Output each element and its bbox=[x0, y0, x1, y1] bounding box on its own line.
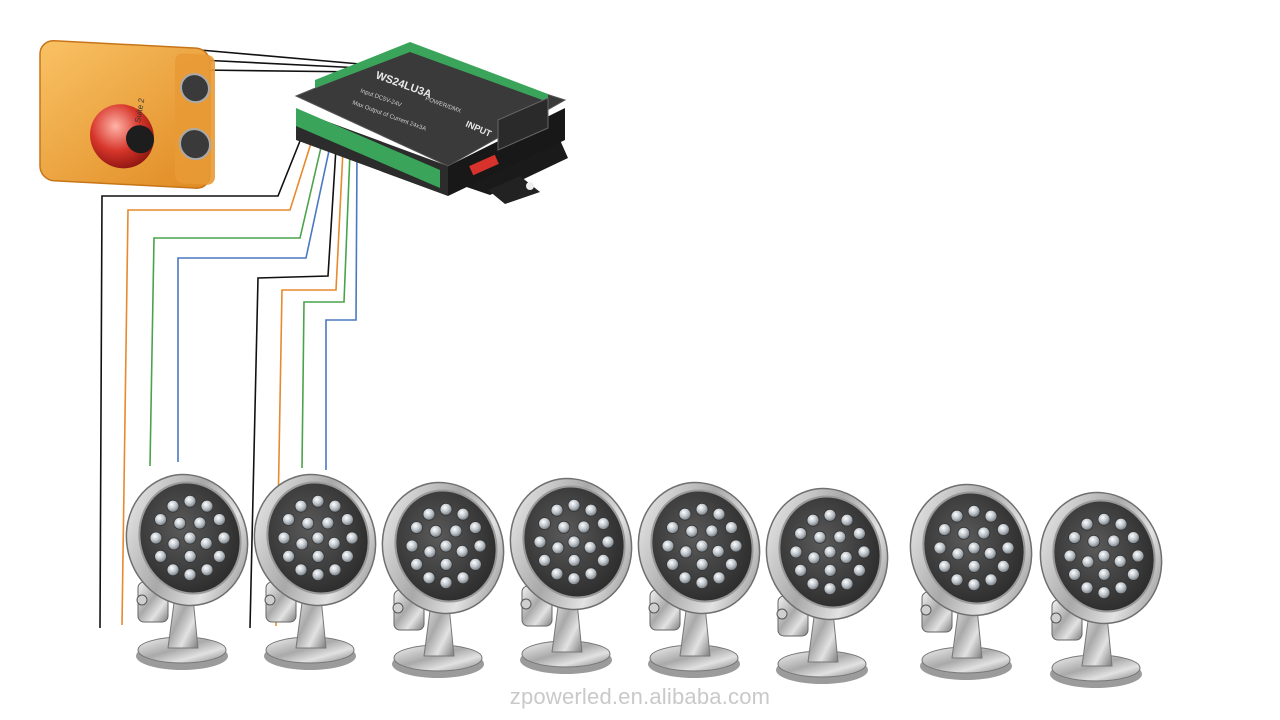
wire bbox=[177, 145, 331, 462]
led-underwater-spotlight-icon bbox=[364, 465, 522, 679]
fixtures bbox=[108, 457, 1180, 689]
dmx-decoder-icon: WS24LU3A Input DC5V-24V Max Output of Cu… bbox=[294, 42, 568, 204]
wire bbox=[275, 149, 344, 627]
wire bbox=[199, 59, 363, 69]
led-underwater-spotlight-icon bbox=[892, 467, 1050, 681]
wire bbox=[149, 142, 323, 467]
led-underwater-spotlight-icon bbox=[1022, 475, 1180, 689]
wire bbox=[121, 139, 313, 626]
led-underwater-spotlight-icon bbox=[236, 457, 394, 671]
dmx-brand-text: Suite 2 bbox=[133, 97, 146, 124]
led-underwater-spotlight-icon bbox=[620, 465, 778, 679]
led-underwater-spotlight-icon bbox=[492, 461, 650, 675]
led-underwater-spotlight-icon bbox=[108, 457, 266, 671]
wire bbox=[249, 147, 337, 629]
wire bbox=[301, 151, 351, 469]
dmx-usb-interface-icon: Suite 2 bbox=[39, 39, 215, 189]
wires bbox=[99, 49, 365, 629]
wire bbox=[325, 153, 358, 470]
wire bbox=[199, 49, 361, 65]
watermark: zpowerled.en.alibaba.com bbox=[509, 684, 771, 709]
wire bbox=[99, 135, 303, 629]
led-underwater-spotlight-icon bbox=[748, 471, 906, 685]
